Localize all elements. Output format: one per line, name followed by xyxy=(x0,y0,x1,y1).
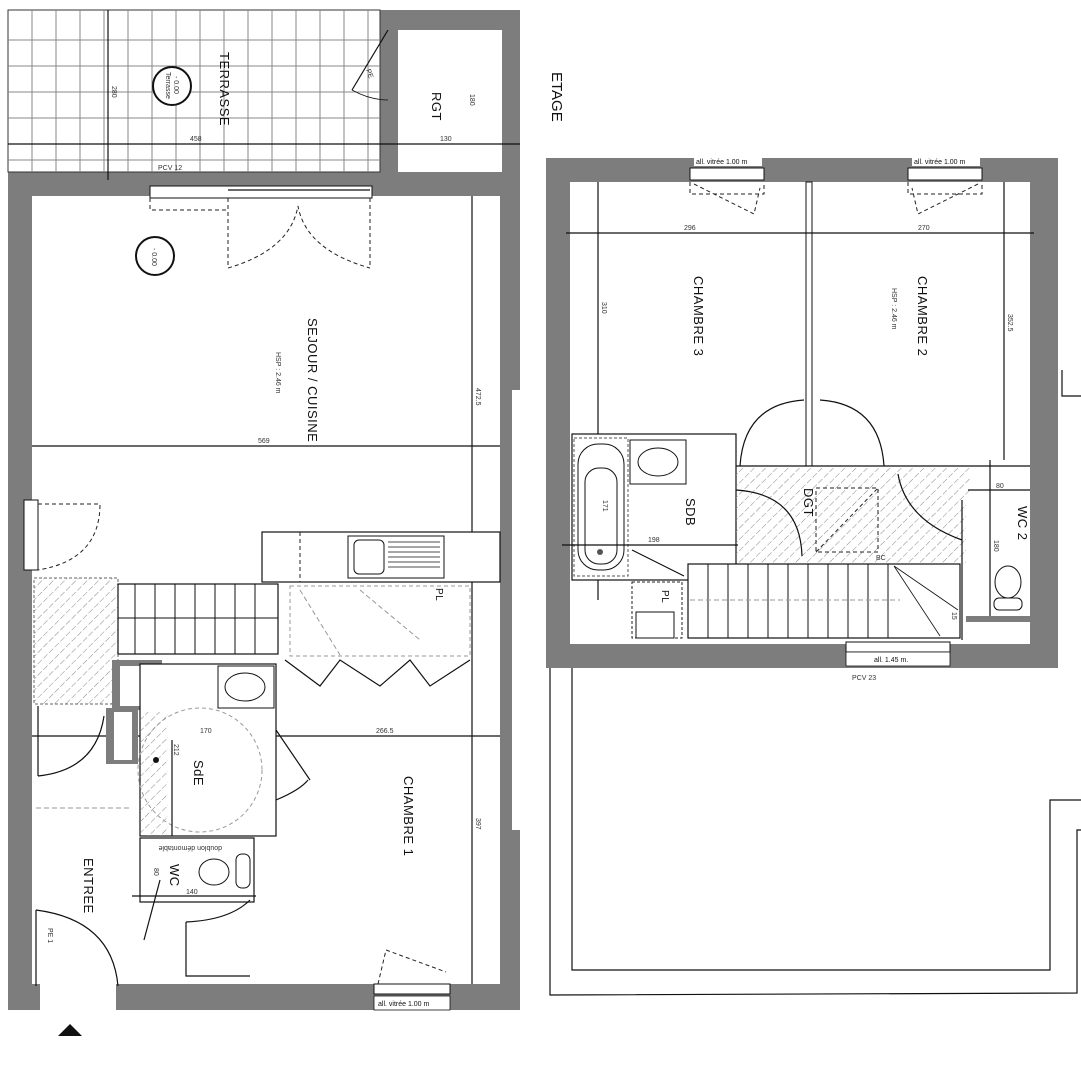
chambre1-window[interactable] xyxy=(373,983,451,995)
svg-text:130: 130 xyxy=(440,136,452,143)
entrance-arrow-icon xyxy=(58,1024,82,1036)
upper-floor-plan: ETAGE xyxy=(546,72,1081,996)
svg-text:15: 15 xyxy=(950,612,957,620)
kitchen-counter xyxy=(261,531,501,583)
lower-terrace-outline xyxy=(549,668,1081,996)
dgt-label: DGT xyxy=(801,488,816,517)
svg-text:212: 212 xyxy=(172,744,179,756)
svg-text:270: 270 xyxy=(918,225,930,232)
svg-text:all. vitrée 1.00 m: all. vitrée 1.00 m xyxy=(914,159,966,166)
chambre2-label: CHAMBRE 2 xyxy=(915,276,930,356)
svg-text:569: 569 xyxy=(258,438,270,445)
svg-text:180: 180 xyxy=(468,94,475,106)
upper-stairs xyxy=(631,563,961,639)
stairs-window[interactable] xyxy=(845,641,951,653)
svg-text:310: 310 xyxy=(600,302,607,314)
svg-text:266.5: 266.5 xyxy=(376,728,394,735)
terrasse-label: TERRASSE xyxy=(217,52,232,126)
svg-text:HSP : 2.46 m: HSP : 2.46 m xyxy=(274,352,281,394)
ground-floor-plan: TERRASSE Terrasse - 0.00 280 458 PCV 12 … xyxy=(7,9,522,1036)
svg-text:180: 180 xyxy=(992,540,999,552)
circulation-zone xyxy=(33,577,119,705)
chambre2-window[interactable] xyxy=(907,167,983,181)
svg-text:PCV 12: PCV 12 xyxy=(158,165,182,172)
svg-text:Terrasse: Terrasse xyxy=(164,72,171,99)
svg-text:296: 296 xyxy=(684,225,696,232)
sdb-label: SDB xyxy=(683,498,698,526)
wc-toilet xyxy=(198,858,230,886)
svg-text:352.5: 352.5 xyxy=(1006,314,1013,332)
svg-text:280: 280 xyxy=(110,86,117,98)
svg-text:PL: PL xyxy=(433,588,444,601)
svg-text:171: 171 xyxy=(601,500,608,512)
sde-bathroom xyxy=(106,660,277,837)
wc2-toilet xyxy=(994,565,1022,599)
svg-text:140: 140 xyxy=(186,889,198,896)
kitchen-sink xyxy=(353,539,385,575)
wc2-label: WC 2 xyxy=(1015,506,1030,541)
svg-text:458: 458 xyxy=(190,136,202,143)
svg-text:BC: BC xyxy=(876,555,886,562)
chambre3-window[interactable] xyxy=(689,167,765,181)
upper-floor-title: ETAGE xyxy=(548,72,565,122)
wc-room xyxy=(132,837,256,903)
svg-text:- 0.00: - 0.00 xyxy=(172,76,179,94)
svg-text:doublon démontable: doublon démontable xyxy=(158,844,222,851)
sdb-washbasin xyxy=(637,447,679,477)
rgt-label: RGT xyxy=(429,92,444,121)
svg-text:198: 198 xyxy=(648,537,660,544)
entree-label: ENTREE xyxy=(81,858,96,914)
sdb-bathroom xyxy=(562,433,738,581)
sde-washbasin xyxy=(224,672,266,702)
svg-text:all. 1.45 m.: all. 1.45 m. xyxy=(874,657,908,664)
svg-text:170: 170 xyxy=(200,728,212,735)
svg-text:- 0.00: - 0.00 xyxy=(150,248,157,266)
sejour-level-badge xyxy=(135,236,175,276)
terrasse-area xyxy=(7,9,520,180)
ground-stairs xyxy=(117,583,471,657)
svg-text:80: 80 xyxy=(996,483,1004,490)
chambre3-label: CHAMBRE 3 xyxy=(691,276,706,356)
wc2-room xyxy=(961,460,1034,640)
terrace-sliding-door[interactable] xyxy=(149,185,373,199)
entrance-door[interactable] xyxy=(35,909,119,987)
svg-text:HSP : 2.46 m: HSP : 2.46 m xyxy=(890,288,897,330)
svg-text:PCV 23: PCV 23 xyxy=(852,675,876,682)
svg-text:PE: PE xyxy=(364,68,374,79)
svg-text:397: 397 xyxy=(474,818,481,830)
svg-text:PL: PL xyxy=(659,590,670,603)
wc-label: WC xyxy=(167,864,182,887)
svg-text:all. vitrée 1.00 m: all. vitrée 1.00 m xyxy=(696,159,748,166)
svg-text:472.5: 472.5 xyxy=(474,388,481,406)
sejour-window[interactable] xyxy=(23,499,39,571)
sejour-label: SEJOUR / CUISINE xyxy=(305,318,320,442)
dgt-circulation xyxy=(736,468,970,564)
chambre1-label: CHAMBRE 1 xyxy=(401,776,416,856)
svg-text:all. vitrée 1.00 m: all. vitrée 1.00 m xyxy=(378,1001,430,1008)
svg-text:PE 1: PE 1 xyxy=(46,928,53,943)
sde-label: SdE xyxy=(191,760,206,786)
svg-text:80: 80 xyxy=(152,868,159,876)
rgt-room xyxy=(398,30,502,172)
